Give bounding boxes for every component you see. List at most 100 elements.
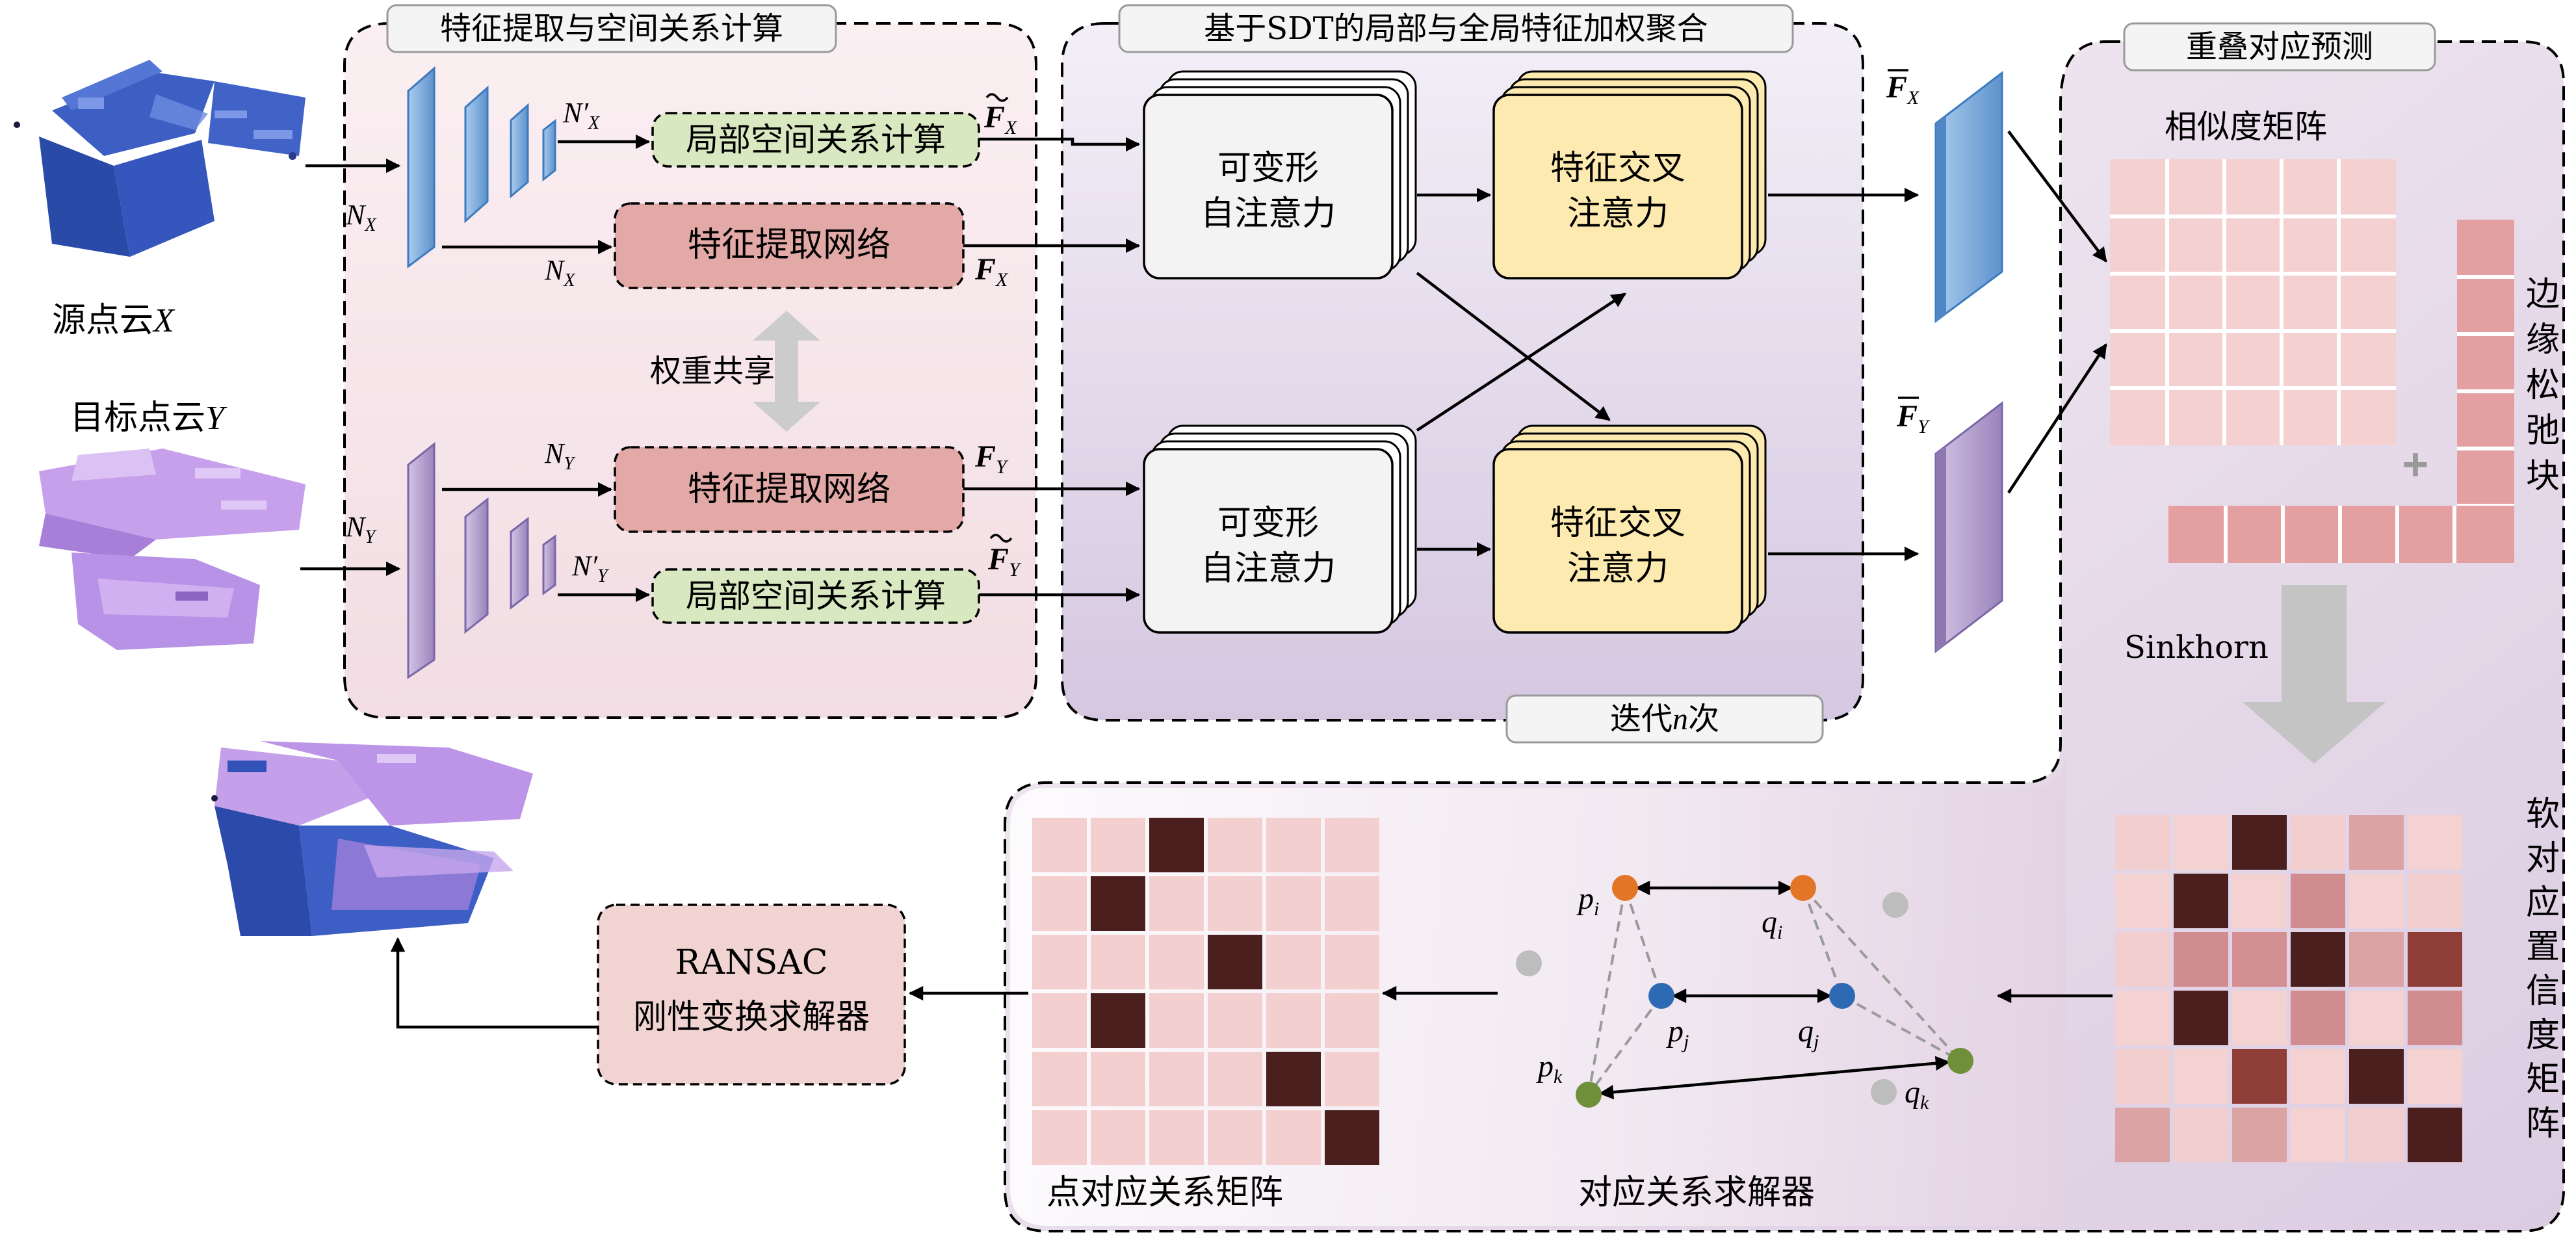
aggregation-title: 基于SDT的局部与全局特征加权聚合	[1204, 10, 1708, 47]
soft-matrix-cell-4-4	[2349, 1049, 2404, 1104]
corr-matrix-cell-3-5	[1325, 993, 1379, 1048]
svg-text:自注意力: 自注意力	[1201, 549, 1336, 588]
aggregated-feature-target	[1934, 400, 2003, 654]
label-pi: pi	[1576, 881, 1599, 920]
soft-matrix-cell-2-4	[2349, 932, 2404, 987]
svg-text:软: 软	[2526, 795, 2560, 834]
weight-share-arrow	[753, 311, 820, 432]
cross-attention-target: 特征交叉 注意力	[1492, 424, 1767, 634]
sinkhorn-arrow	[2243, 585, 2386, 764]
label-NY: NY	[345, 511, 377, 547]
svg-text:矩: 矩	[2526, 1060, 2560, 1099]
svg-text:松: 松	[2526, 366, 2560, 405]
svg-text:自注意力: 自注意力	[1201, 194, 1336, 233]
label-NX: NX	[345, 199, 376, 235]
plus-sign: +	[2402, 439, 2429, 489]
corr-matrix-cell-3-0	[1032, 993, 1087, 1048]
feature-net-box-source: 特征提取网络	[614, 202, 965, 289]
soft-confidence-label: 软 对 应 置 信 度 矩 阵	[2526, 795, 2560, 1143]
svg-text:块: 块	[2526, 457, 2560, 496]
corr-matrix-cell-4-4	[1266, 1052, 1321, 1106]
svg-text:特征交叉: 特征交叉	[1550, 149, 1685, 188]
svg-text:注意力: 注意力	[1567, 549, 1669, 588]
arrow-cross-down	[1416, 272, 1611, 421]
corr-matrix-cell-1-4	[1266, 876, 1321, 931]
svg-text:阵: 阵	[2526, 1104, 2560, 1143]
soft-matrix-cell-4-1	[2174, 1049, 2228, 1104]
label-NX-net: NX	[544, 254, 575, 291]
corr-matrix-cell-4-3	[1208, 1052, 1262, 1106]
label-NY-net: NY	[544, 437, 576, 474]
soft-matrix-cell-0-5	[2408, 815, 2462, 870]
corr-matrix-cell-5-0	[1032, 1110, 1087, 1165]
corr-matrix-cell-4-1	[1091, 1052, 1145, 1106]
corr-matrix-cell-5-3	[1208, 1110, 1262, 1165]
label-FX: FX	[974, 252, 1009, 291]
target-encoder-pyramid	[407, 441, 556, 679]
ransac-solver-box: RANSAC 刚性变换求解器	[597, 904, 906, 1086]
svg-text:FY: FY	[1896, 399, 1931, 437]
corr-matrix-cell-2-2	[1149, 935, 1204, 989]
svg-text:置: 置	[2526, 928, 2560, 967]
soft-matrix-cell-2-0	[2115, 932, 2170, 987]
soft-matrix-cell-5-1	[2174, 1108, 2228, 1162]
corr-matrix-cell-1-0	[1032, 876, 1087, 931]
source-label: 源点云X	[52, 301, 176, 340]
overlap-title: 重叠对应预测	[2186, 29, 2373, 65]
arrow-ransac-to-result	[390, 937, 598, 1029]
cross-attention-source: 特征交叉 注意力	[1492, 70, 1767, 280]
corr-matrix-cell-5-5	[1325, 1110, 1379, 1165]
svg-text:对: 对	[2526, 839, 2560, 878]
soft-matrix-cell-4-5	[2408, 1049, 2462, 1104]
source-encoder-pyramid	[407, 66, 556, 268]
svg-text:弛: 弛	[2526, 411, 2560, 450]
corr-matrix-cell-1-3	[1208, 876, 1262, 931]
point-correspondence-matrix	[1032, 818, 1379, 1165]
svg-text:可变形: 可变形	[1217, 504, 1319, 543]
label-pk: pk	[1536, 1049, 1563, 1087]
corr-matrix-cell-0-1	[1091, 818, 1145, 872]
sinkhorn-label: Sinkhorn	[2124, 629, 2269, 666]
soft-matrix-cell-1-3	[2291, 874, 2345, 928]
soft-matrix-cell-1-0	[2115, 874, 2170, 928]
corr-matrix-cell-0-0	[1032, 818, 1087, 872]
label-qk: qk	[1905, 1075, 1929, 1113]
soft-matrix-cell-3-2	[2232, 991, 2287, 1045]
svg-text:FX: FX	[983, 100, 1018, 138]
label-NXp: N′X	[562, 97, 600, 133]
soft-matrix-cell-1-4	[2349, 874, 2404, 928]
corr-matrix-cell-4-0	[1032, 1052, 1087, 1106]
svg-text:可变形: 可变形	[1217, 149, 1319, 188]
target-point-cloud	[39, 449, 306, 650]
source-point-cloud	[14, 60, 306, 257]
arrow-cross-up	[1416, 293, 1626, 432]
corr-matrix-cell-2-1	[1091, 935, 1145, 989]
soft-matrix-cell-4-0	[2115, 1049, 2170, 1104]
svg-text:信: 信	[2526, 972, 2560, 1011]
soft-matrix-cell-1-2	[2232, 874, 2287, 928]
local-spatial-box-source: 局部空间关系计算	[651, 112, 980, 168]
arrow-FXbar-to-sim	[2007, 130, 2107, 263]
label-NYp: N′Y	[571, 550, 610, 586]
corr-matrix-cell-4-5	[1325, 1052, 1379, 1106]
soft-matrix-cell-4-3	[2291, 1049, 2345, 1104]
self-attention-target: 可变形 自注意力	[1143, 424, 1417, 634]
feature-net-box-target: 特征提取网络	[614, 446, 965, 533]
svg-text:应: 应	[2526, 883, 2560, 922]
corr-matrix-cell-3-2	[1149, 993, 1204, 1048]
soft-matrix-cell-2-1	[2174, 932, 2228, 987]
svg-text:RANSAC: RANSAC	[675, 943, 827, 982]
extraction-title-tag: 特征提取与空间关系计算	[386, 4, 837, 53]
arrow-FYbar-to-sim	[2007, 343, 2107, 494]
label-pj: pj	[1666, 1014, 1689, 1052]
soft-matrix-cell-0-1	[2174, 815, 2228, 870]
label-qj: qj	[1798, 1014, 1819, 1052]
soft-matrix-cell-4-2	[2232, 1049, 2287, 1104]
label-FY-tilde: FY	[987, 534, 1022, 580]
corr-matrix-cell-1-2	[1149, 876, 1204, 931]
soft-matrix-cell-2-2	[2232, 932, 2287, 987]
svg-text:局部空间关系计算: 局部空间关系计算	[686, 577, 946, 615]
svg-text:FY: FY	[987, 542, 1022, 580]
svg-text:FX: FX	[1886, 70, 1920, 109]
svg-text:特征交叉: 特征交叉	[1550, 504, 1685, 543]
